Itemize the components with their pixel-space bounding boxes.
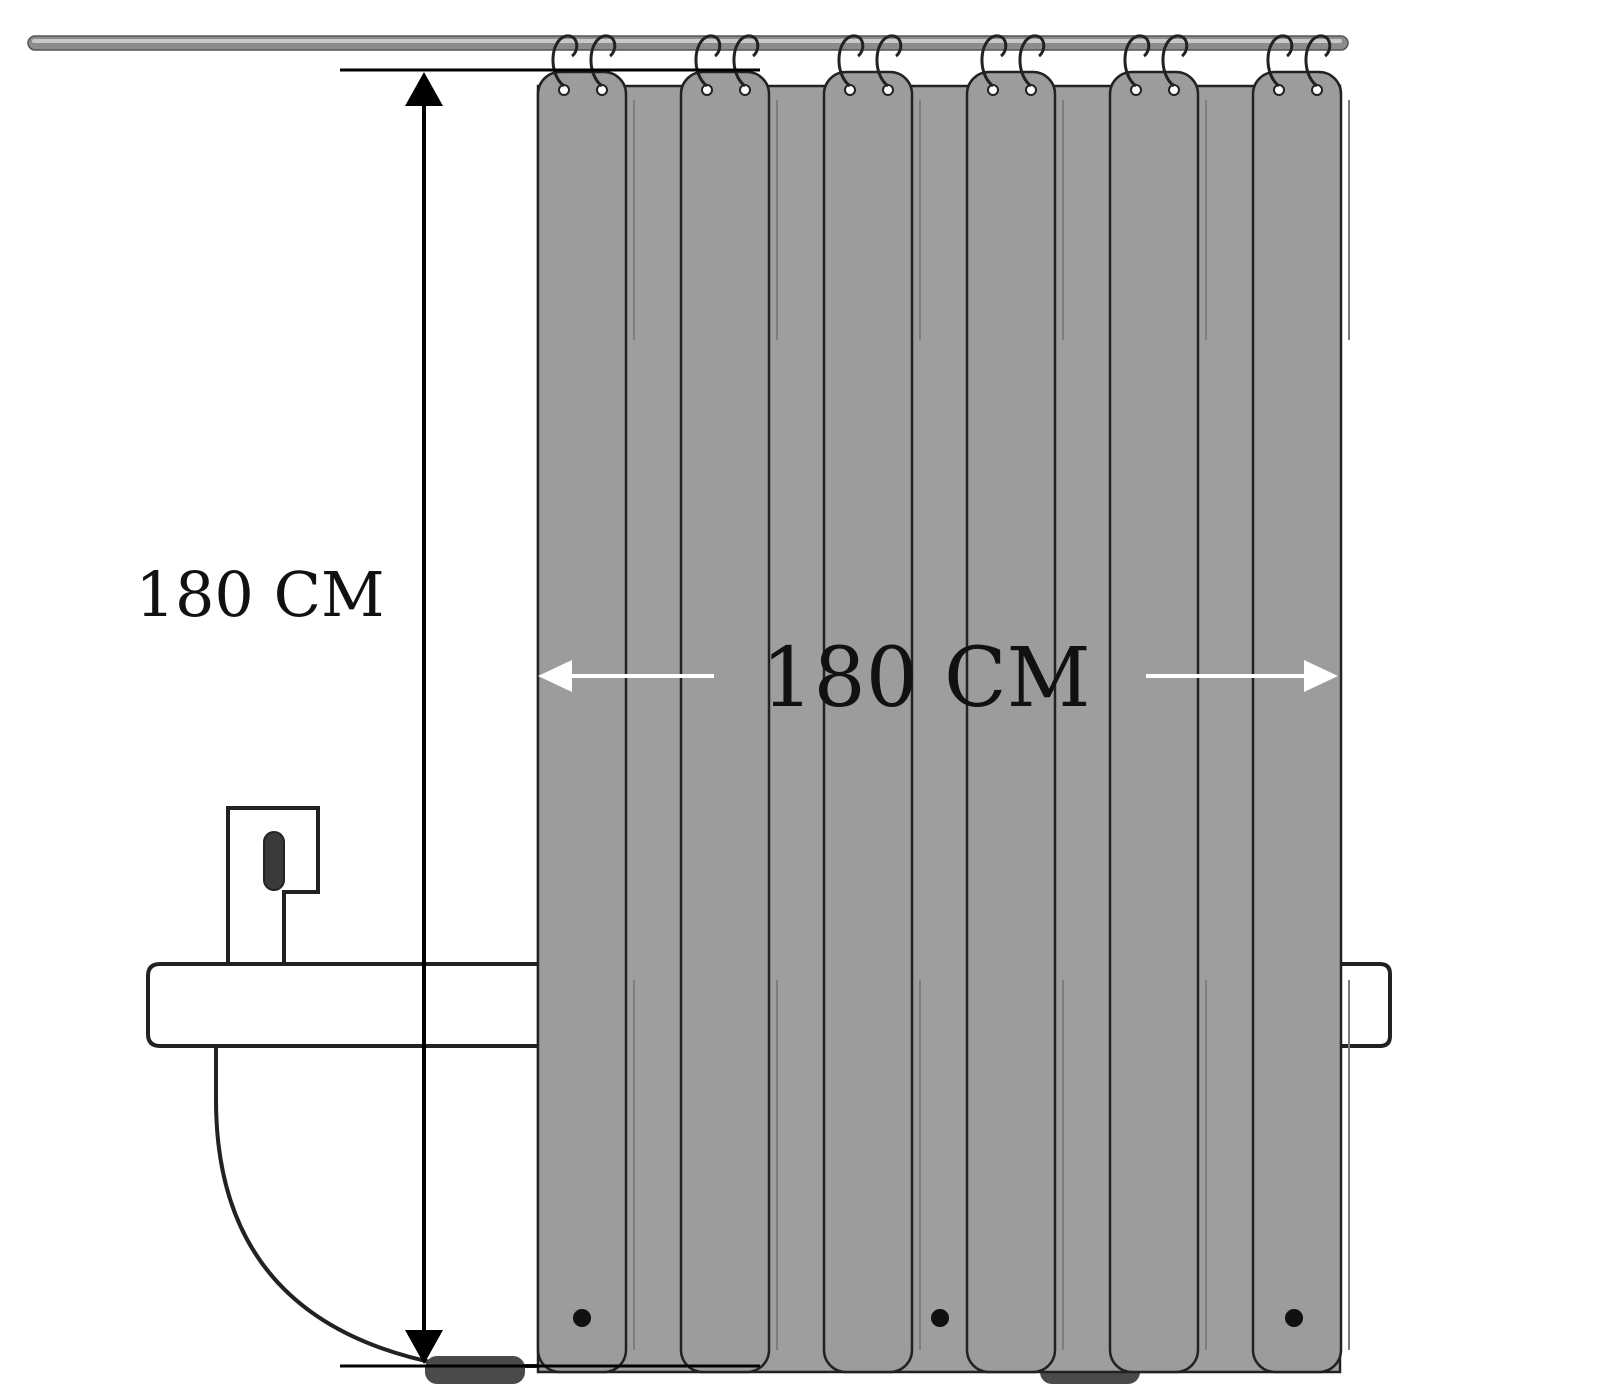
height-dimension: 180 CM: [136, 68, 760, 1368]
grommet-icon: [987, 84, 999, 96]
arrow-right-icon: [1304, 660, 1338, 692]
curtain-panel: [536, 70, 628, 1374]
width-dimension: 180 CM: [538, 631, 1338, 726]
ring-hook-icon: [551, 34, 579, 88]
curtain-weights: [573, 1309, 1303, 1327]
tub-foot-left: [425, 1356, 525, 1384]
ring-hook-icon: [589, 34, 617, 88]
ring-hook-icon: [980, 34, 1008, 88]
curtain-panel: [822, 70, 914, 1374]
curtain-panel: [679, 70, 771, 1374]
ring-hook-icon: [1304, 34, 1332, 88]
curtain-hooks: [551, 34, 1332, 96]
arrow-up-icon: [405, 72, 443, 106]
ring-hook-icon: [875, 34, 903, 88]
grommet-icon: [1273, 84, 1285, 96]
curtain-panels: [536, 70, 1350, 1374]
ring-hook-icon: [1123, 34, 1151, 88]
ring-hook-icon: [1161, 34, 1189, 88]
grommet-icon: [844, 84, 856, 96]
ring-hook-icon: [1266, 34, 1294, 88]
curtain-panel: [965, 70, 1057, 1374]
weight-dot-icon: [931, 1309, 949, 1327]
grommet-icon: [701, 84, 713, 96]
grommet-icon: [882, 84, 894, 96]
ring-hook-icon: [837, 34, 865, 88]
weight-dot-icon: [573, 1309, 591, 1327]
curtain-rod: [27, 35, 1349, 51]
grommet-icon: [1311, 84, 1323, 96]
grommet-icon: [558, 84, 570, 96]
grommet-icon: [1168, 84, 1180, 96]
curtain-panel: [1251, 70, 1343, 1374]
arrow-left-icon: [538, 660, 572, 692]
grommet-icon: [1130, 84, 1142, 96]
grommet-icon: [596, 84, 608, 96]
height-label: 180 CM: [136, 558, 385, 631]
arrow-down-icon: [405, 1330, 443, 1364]
grommet-icon: [739, 84, 751, 96]
shower-curtain: [536, 70, 1350, 1374]
weight-dot-icon: [1285, 1309, 1303, 1327]
curtain-panel: [1108, 70, 1200, 1374]
ring-hook-icon: [694, 34, 722, 88]
width-label: 180 CM: [761, 631, 1090, 726]
ring-hook-icon: [732, 34, 760, 88]
grommet-icon: [1025, 84, 1037, 96]
ring-hook-icon: [1018, 34, 1046, 88]
